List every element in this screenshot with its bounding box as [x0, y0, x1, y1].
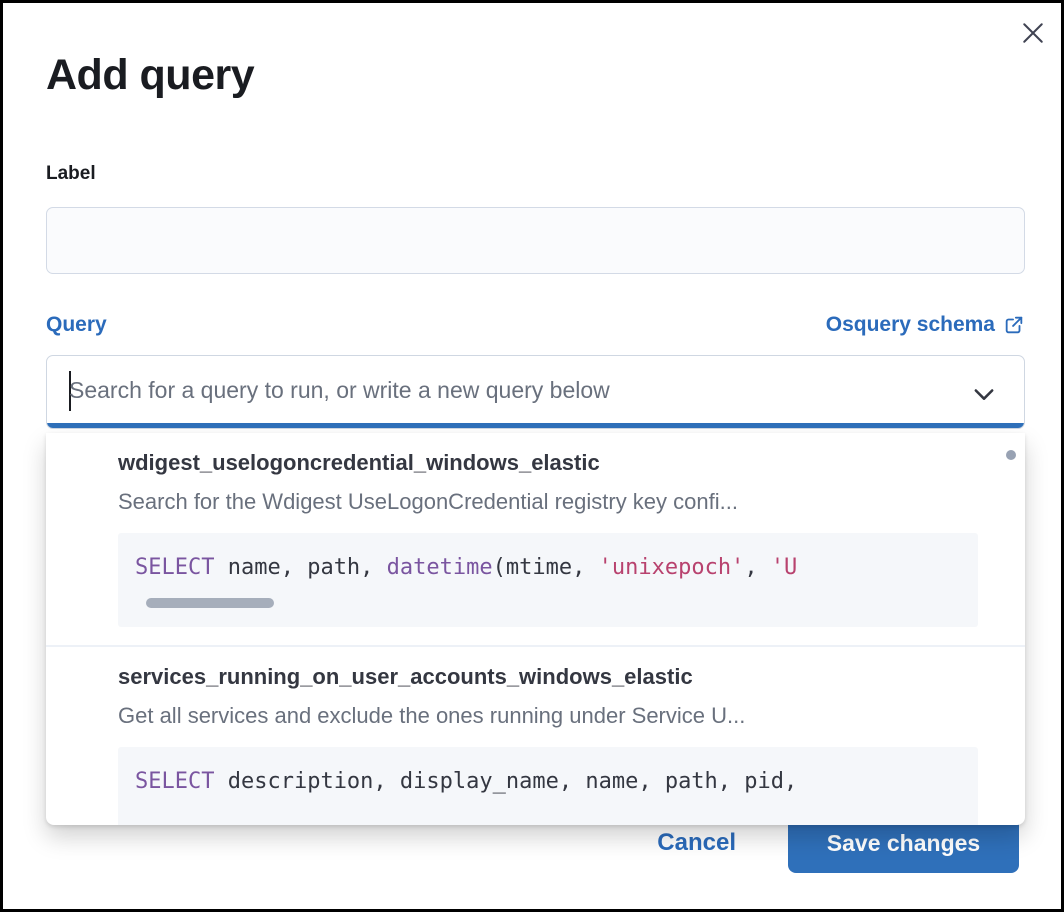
- chevron-down-icon[interactable]: [970, 380, 998, 408]
- query-suggestions-panel: wdigest_uselogoncredential_windows_elast…: [46, 433, 1025, 825]
- close-icon-glyph: [1023, 23, 1043, 43]
- cancel-button[interactable]: Cancel: [657, 829, 736, 856]
- osquery-schema-link-label: Osquery schema: [825, 313, 995, 336]
- label-field-label: Label: [46, 163, 96, 184]
- external-link-icon: [1005, 316, 1023, 334]
- query-option[interactable]: wdigest_uselogoncredential_windows_elast…: [46, 433, 1025, 645]
- query-field-label: Query: [46, 313, 107, 336]
- page-title: Add query: [46, 51, 255, 99]
- query-option-description: Get all services and exclude the ones ru…: [118, 703, 746, 728]
- query-search-combobox[interactable]: [46, 355, 1025, 429]
- query-option-title: services_running_on_user_accounts_window…: [118, 664, 693, 689]
- query-search-input[interactable]: [69, 356, 964, 425]
- vertical-scrollbar[interactable]: [1006, 450, 1016, 460]
- close-icon[interactable]: [1015, 15, 1051, 51]
- query-option-description: Search for the Wdigest UseLogonCredentia…: [118, 489, 738, 514]
- query-option-sql: SELECT name, path, datetime(mtime, 'unix…: [135, 555, 798, 580]
- query-options-list: wdigest_uselogoncredential_windows_elast…: [46, 433, 1025, 825]
- query-option-title: wdigest_uselogoncredential_windows_elast…: [118, 450, 600, 475]
- horizontal-scrollbar[interactable]: [146, 598, 274, 608]
- focus-underline: [47, 423, 1024, 428]
- query-option-sql: SELECT description, display_name, name, …: [135, 769, 798, 794]
- query-option-sql-block: SELECT description, display_name, name, …: [118, 747, 978, 825]
- query-option-sql-block: SELECT name, path, datetime(mtime, 'unix…: [118, 533, 978, 627]
- query-option[interactable]: services_running_on_user_accounts_window…: [46, 645, 1025, 825]
- osquery-schema-link[interactable]: Osquery schema: [826, 313, 1025, 337]
- label-input[interactable]: [46, 207, 1025, 274]
- query-field-header: Query Osquery schema: [46, 313, 1025, 337]
